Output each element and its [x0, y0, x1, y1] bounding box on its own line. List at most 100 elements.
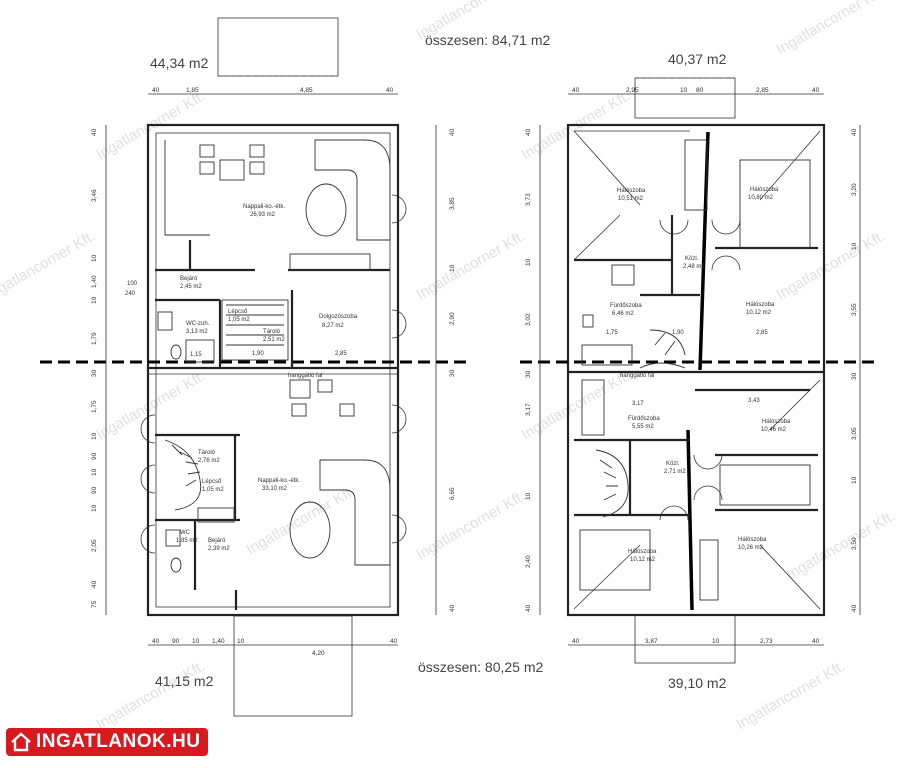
- dim-right: 3,85: [449, 197, 456, 210]
- room-label: Lépcső: [228, 309, 248, 315]
- lower-right-area: 39,10 m2: [668, 675, 727, 691]
- ingatlanok-logo[interactable]: INGATLANOK.HU: [6, 728, 209, 756]
- dim-left: 3,17: [525, 403, 532, 416]
- room-area: 10,80 m2: [748, 195, 774, 201]
- room-label: Hálószoba: [746, 302, 775, 308]
- dim-label: 1,90: [252, 351, 264, 357]
- dim-right: 6,65: [449, 487, 456, 500]
- room-label: Nappali-ko.-étk.: [243, 204, 285, 210]
- watermark-text: Ingatlancorner Kft.: [0, 227, 98, 303]
- dim-left: 90: [91, 452, 98, 460]
- watermark-text: Ingatlancorner Kft.: [244, 482, 359, 558]
- dim-left: 40: [91, 128, 98, 136]
- dim-label: 1,15: [190, 352, 202, 358]
- dim-bottom: 10: [712, 638, 720, 645]
- dim-top: 80: [696, 87, 704, 94]
- house-icon: [11, 732, 31, 752]
- watermark-text: Ingatlancorner Kft.: [784, 507, 899, 583]
- room-label: Hálószoba: [628, 549, 657, 555]
- dim-left: 40: [525, 128, 532, 136]
- dim-label: 1,75: [606, 330, 618, 336]
- room-label: Dolgozószoba: [319, 314, 358, 320]
- dim-left: 10: [91, 296, 98, 304]
- dim-left: 30: [91, 369, 98, 377]
- upper-balcony: [634, 77, 736, 119]
- dim-label: 240: [125, 291, 136, 297]
- dim-right: 40: [449, 128, 456, 136]
- dim-bottom: 10: [192, 638, 200, 645]
- dim-left: 2,40: [525, 555, 532, 568]
- room-area: 26,93 m2: [250, 212, 276, 218]
- room-area: 3,13 m2: [186, 329, 208, 335]
- dim-right: 2,90: [449, 312, 456, 325]
- room-area: 2,71 m2: [664, 469, 686, 475]
- logo-text: INGATLANOK.HU: [36, 731, 201, 752]
- lower-left-area: 41,15 m2: [155, 673, 214, 689]
- dim-right: 3,55: [851, 303, 858, 316]
- room-label: Hálószoba: [762, 419, 791, 425]
- watermark-text: Ingatlancorner Kft.: [94, 367, 209, 443]
- room-area: 1,05 m2: [228, 317, 250, 323]
- dim-left: 10: [91, 254, 98, 262]
- room-area: 10,46 m2: [761, 427, 787, 433]
- room-label: Tároló: [263, 329, 281, 335]
- room-label: Lépcső: [202, 479, 222, 485]
- dim-left: 3,46: [91, 189, 98, 202]
- dim-left: 3,02: [525, 313, 532, 326]
- dim-left: 10: [91, 468, 98, 476]
- lower-terrace: [233, 615, 353, 717]
- dim-left: 40: [525, 604, 532, 612]
- dim-left: 10: [525, 492, 532, 500]
- dim-right: 30: [851, 372, 858, 380]
- dim-right: 30: [449, 369, 456, 377]
- room-label: Közl.: [685, 256, 699, 262]
- dim-right: 40: [851, 604, 858, 612]
- dim-left: 1,75: [91, 400, 98, 413]
- dim-left: 1,40: [91, 275, 98, 288]
- dim-bottom: 40: [390, 638, 398, 645]
- watermark-text: Ingatlancorner Kft.: [414, 487, 529, 563]
- dim-label: 100: [127, 281, 138, 287]
- dim-label: 3,43: [748, 398, 760, 404]
- dim-right: 40: [449, 604, 456, 612]
- dim-top: 10: [680, 87, 688, 94]
- dim-left: 75: [91, 600, 98, 608]
- room-label: Hálószoba: [617, 188, 646, 194]
- dim-right: 3,20: [851, 183, 858, 196]
- dim-label: 2,85: [756, 330, 768, 336]
- room-label: Nappali-ko.-étk.: [258, 478, 300, 484]
- room-area: 10,12 m2: [746, 310, 772, 316]
- dim-bottom: 10: [237, 638, 245, 645]
- watermark-text: Ingatlancorner Kft.: [774, 227, 889, 303]
- room-label: Fürdőszoba: [628, 416, 660, 422]
- dim-left: 40: [91, 580, 98, 588]
- dim-bottom: 40: [572, 638, 580, 645]
- dim-top: 2,95: [626, 87, 639, 94]
- dim-top: 40: [152, 87, 160, 94]
- upper-terrace: [217, 17, 339, 77]
- ground-floor-plan: Nappali-ko.-étk. 26,93 m2 Dolgozószoba 8…: [40, 17, 470, 717]
- dim-bottom: 40: [812, 638, 820, 645]
- room-label: Tároló: [198, 450, 216, 456]
- room-area: 2,51 m2: [263, 337, 285, 343]
- watermark-text: Ingatlancorner Kft.: [734, 657, 849, 733]
- room-label: Fürdőszoba: [610, 303, 642, 309]
- room-label: Bejáró: [180, 276, 198, 282]
- ground-outer-wall: [146, 123, 400, 617]
- room-area: 6,46 m2: [612, 311, 634, 317]
- room-label: Hálószoba: [738, 537, 767, 543]
- dim-top: 40: [572, 87, 580, 94]
- dim-bottom: 90: [172, 638, 180, 645]
- dim-top: 2,85: [756, 87, 769, 94]
- lower-total-area: összesen: 80,25 m2: [418, 659, 544, 675]
- dim-left: 3,73: [525, 193, 532, 206]
- room-area: 2,39 m2: [208, 546, 230, 552]
- room-label: Bejáró: [208, 538, 226, 544]
- room-area: 33,10 m2: [262, 486, 288, 492]
- room-label: Hálószoba: [750, 187, 779, 193]
- dim-right: 10: [851, 242, 858, 250]
- dim-left: 1,79: [91, 332, 98, 345]
- room-area: 10,26 m2: [738, 545, 764, 551]
- room-label: WC: [180, 530, 191, 536]
